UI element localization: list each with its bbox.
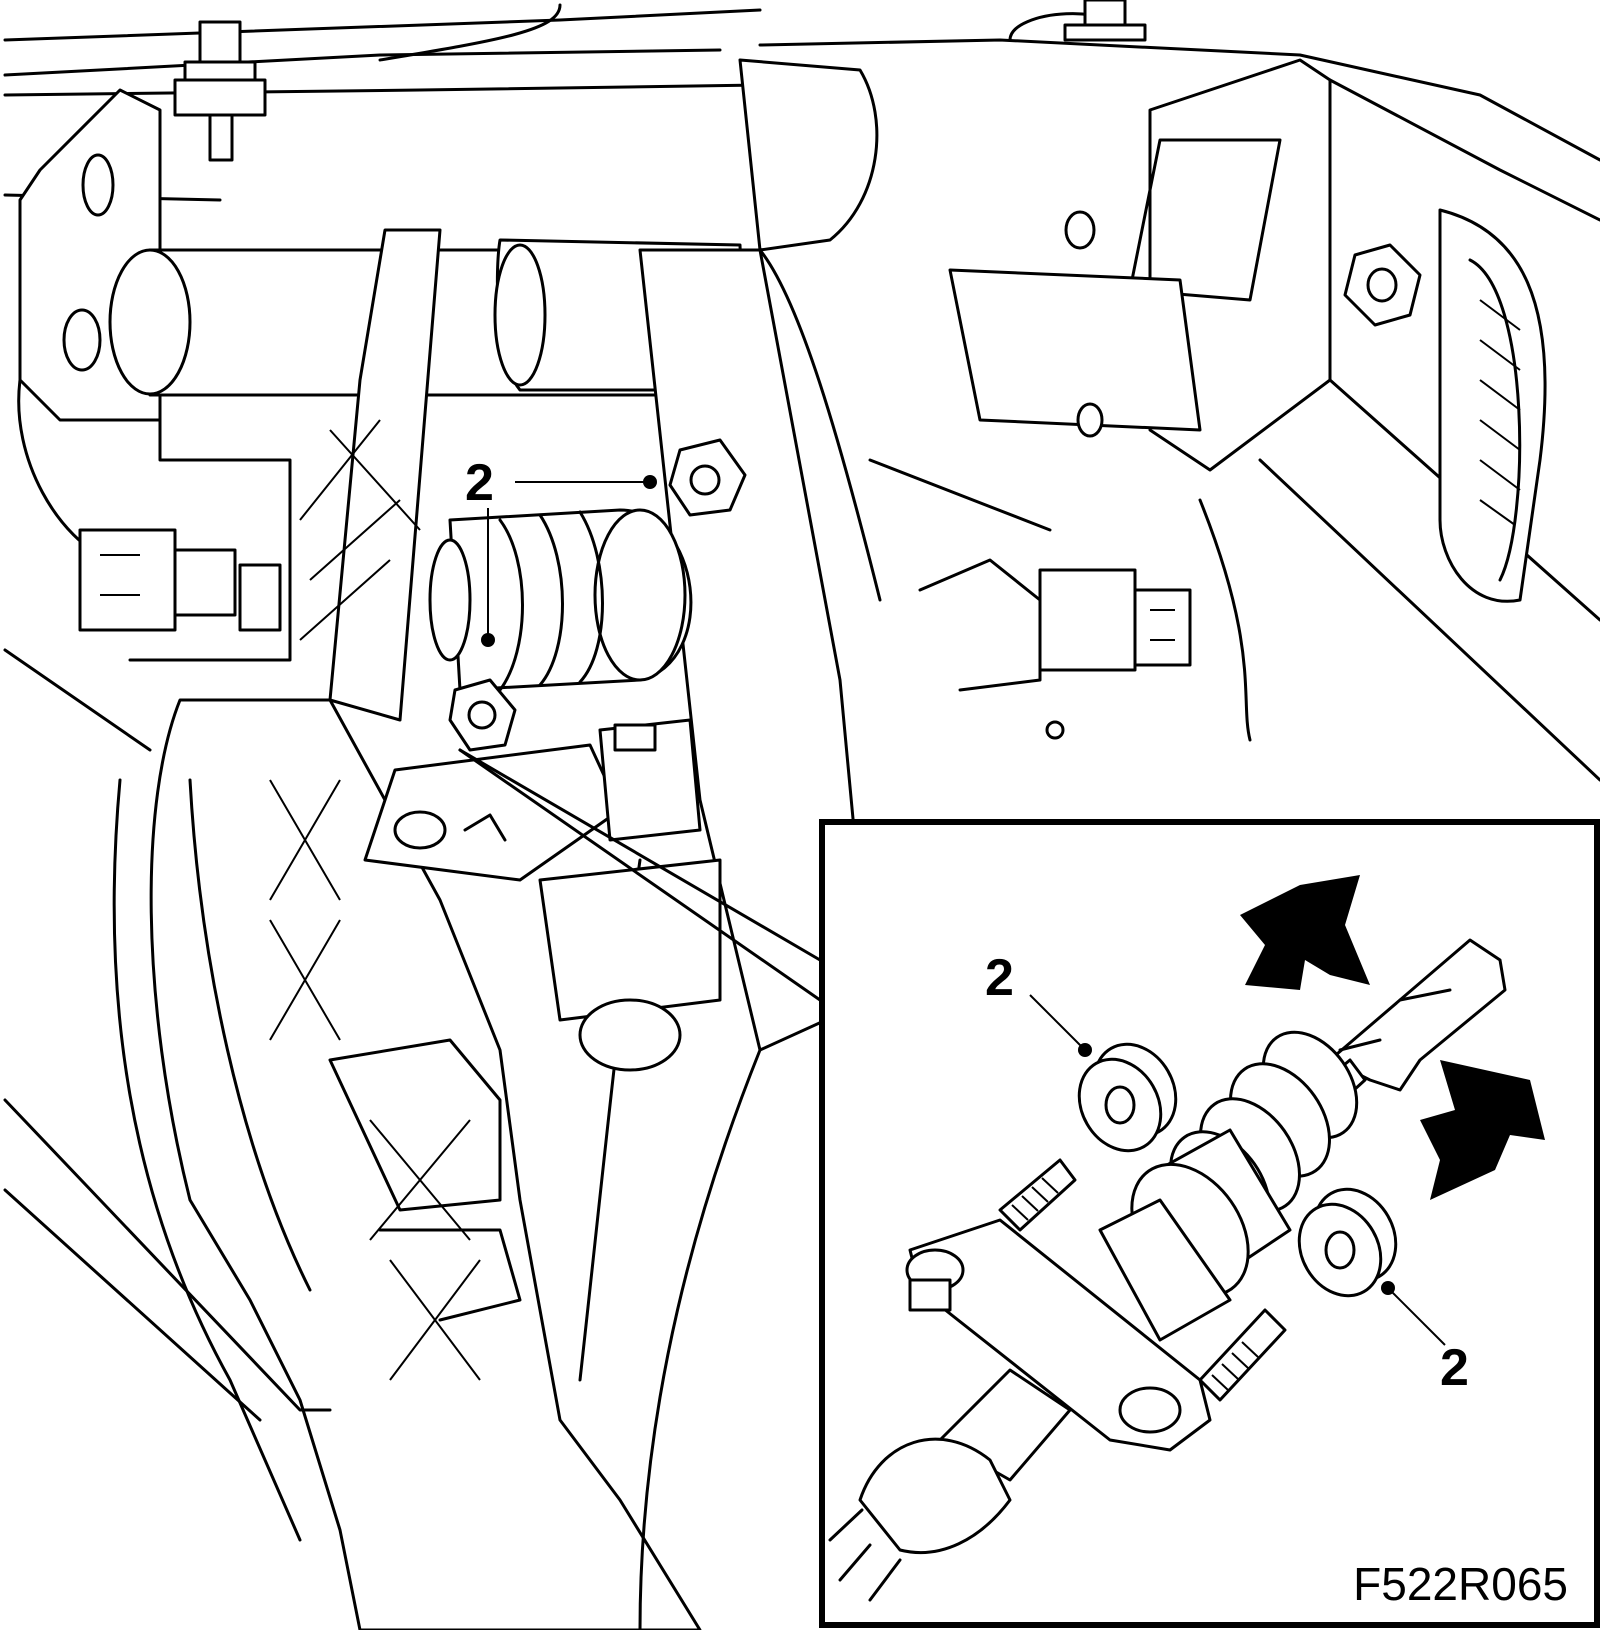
inset-cylinder-body [1098,1128,1292,1342]
lower-mount-bracket [363,743,622,882]
callout-label-inset-nut-left: 2 [985,949,1014,1007]
nut-lower-main [448,678,517,752]
callout-label-inset-nut-right: 2 [1440,1339,1469,1397]
arrow-icon-upper [1240,875,1370,990]
pedal-assembly-drawing: 2 2 [3,0,1600,1630]
inset-nut-left [1077,1042,1178,1153]
inset-stud-left [998,1158,1077,1232]
pedal-truss-ribs [269,419,522,1381]
master-cylinder-main [428,508,693,692]
dashboard-beams [3,3,1600,202]
right-slot-vent [1438,208,1547,603]
hex-nut-right [1343,243,1422,327]
detail-inset-panel: 2 2 F522R065 [819,819,1600,1628]
left-connector [78,528,282,632]
inset-stud-right [1198,1308,1287,1402]
brake-light-switch [538,718,722,1072]
misc-body-lines [3,458,1252,1422]
inset-nut-right [1297,1187,1398,1298]
figure-id-label: F522R065 [1353,1558,1568,1610]
arrow-icon-lower [1420,1060,1545,1200]
nut-top-main [668,438,747,517]
detail-leader-wedge [458,748,822,1002]
callout-leaders-inset [1029,994,1446,1346]
inset-outlet-hose [828,1368,1072,1602]
inset-mounting-flange [905,1218,1212,1452]
callout-leaders-main [481,475,657,647]
top-bolt-left [173,20,267,162]
callout-label-nut-top: 2 [465,454,494,512]
top-bolt-right [1063,0,1147,42]
clutch-pedal-arm [112,228,702,1630]
right-bracket [948,58,1600,782]
right-connector [918,558,1192,740]
